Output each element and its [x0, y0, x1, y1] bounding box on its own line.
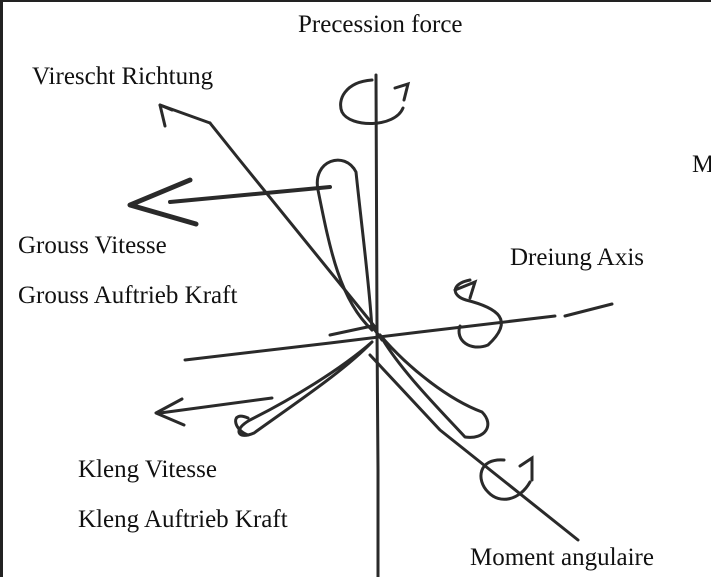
label-dreiung-axis: Dreiung Axis: [510, 244, 645, 271]
label-virescht-richtung: Virescht Richtung: [32, 63, 214, 90]
direction-arrow-shaft: [158, 103, 212, 125]
top-rotation-arrow-icon: [339, 78, 411, 125]
label-kleng-vitesse: Kleng Vitesse: [78, 456, 217, 483]
small-blade-outline: [237, 340, 374, 437]
frame-border-left: [0, 0, 3, 577]
lower-left-hook: [234, 414, 250, 437]
label-moment-angulaire: Moment angulaire: [470, 544, 654, 571]
label-grouss-vitesse: Grouss Vitesse: [18, 232, 167, 259]
horizontal-axis-tail: [563, 302, 614, 318]
right-rotation-arrow-icon: [453, 278, 503, 349]
frame-border-top: [0, 0, 711, 2]
label-grouss-auftrieb-kraft: Grouss Auftrieb Kraft: [18, 282, 238, 309]
small-velocity-arrowhead: [154, 397, 186, 427]
large-velocity-arrowhead: [127, 177, 199, 227]
vertical-axis-line: [374, 73, 380, 577]
lower-right-blade-outline: [378, 333, 490, 439]
hub-line: [328, 324, 384, 342]
direction-line: [208, 121, 377, 329]
large-velocity-arrow-shaft: [168, 185, 332, 204]
bottom-rotation-arrow-icon: [479, 455, 534, 501]
small-velocity-arrow-shaft: [158, 396, 274, 415]
label-precession-force: Precession force: [298, 11, 463, 38]
label-cut-off-right: M: [692, 151, 711, 178]
label-kleng-auftrieb-kraft: Kleng Auftrieb Kraft: [78, 506, 288, 533]
large-blade-outline: [315, 158, 374, 332]
angular-momentum-line: [368, 353, 580, 542]
horizontal-axis-line: [183, 314, 557, 362]
